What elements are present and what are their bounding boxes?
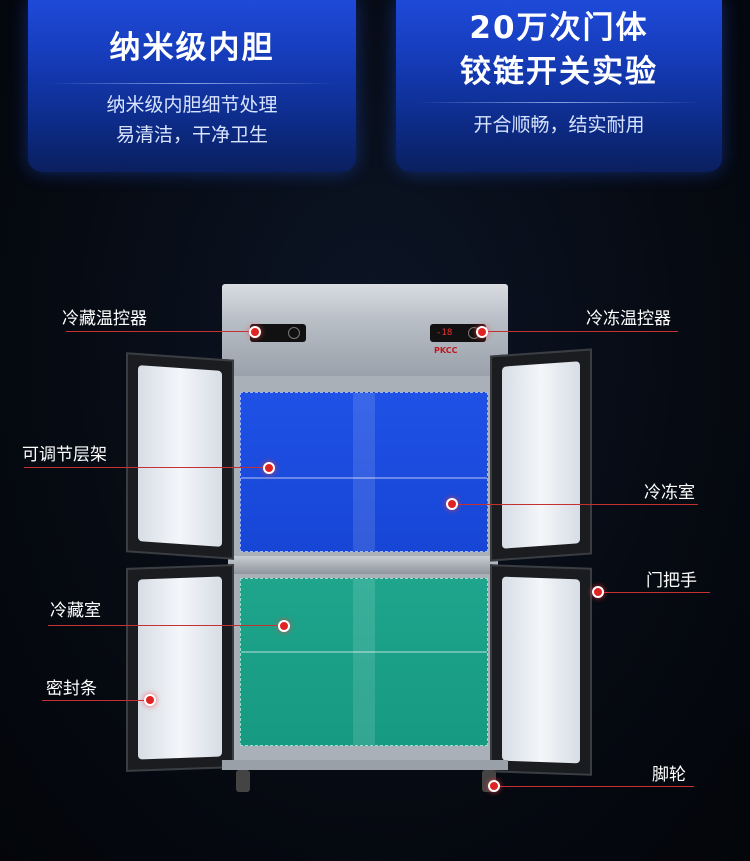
callout-line	[42, 700, 150, 701]
door-upper-right	[490, 348, 592, 562]
callout-freeze-thermostat: 冷冻温控器	[586, 309, 671, 329]
card-title: 20万次门体 铰链开关实验	[396, 0, 722, 94]
cabinet-base	[222, 760, 508, 770]
callout-line	[24, 467, 268, 468]
door-liner	[502, 361, 580, 549]
center-pillar	[353, 393, 375, 551]
door-lower-left	[126, 564, 234, 772]
card-subtitle: 开合顺畅，结实耐用	[473, 114, 645, 136]
card-title-line-1: 20万次门体	[469, 10, 649, 46]
callout-caster: 脚轮	[652, 765, 686, 785]
callout-dot	[476, 326, 488, 338]
callout-dot	[278, 620, 290, 632]
callout-line	[48, 625, 284, 626]
callout-line	[598, 592, 710, 593]
cooler-compartment	[240, 578, 488, 746]
card-subtitle-line-1: 纳米级内胆细节处理	[106, 94, 278, 116]
door-liner	[502, 576, 580, 764]
shelf	[241, 651, 487, 653]
callout-dot	[488, 780, 500, 792]
cold-thermostat-display	[250, 324, 306, 342]
feature-card-hinge: 20万次门体 铰链开关实验 开合顺畅，结实耐用	[396, 0, 722, 172]
callout-dot	[592, 586, 604, 598]
callout-door-handle: 门把手	[646, 571, 697, 591]
callout-cold-thermostat: 冷藏温控器	[62, 309, 147, 329]
card-title-line-2: 铰链开关实验	[460, 54, 658, 90]
brand-logo: PKCC	[434, 346, 458, 355]
callout-freezer-room: 冷冻室	[644, 483, 695, 503]
temperature-readout: -18	[436, 328, 453, 338]
callout-seal-strip: 密封条	[46, 679, 97, 699]
callout-dot	[144, 694, 156, 706]
knob-icon	[288, 327, 300, 339]
middle-divider	[228, 556, 498, 574]
callout-line	[494, 786, 694, 787]
center-pillar	[353, 579, 375, 745]
card-title: 纳米级内胆	[109, 30, 275, 66]
card-subtitle-line-2: 易清洁，干净卫生	[115, 124, 268, 146]
shelf	[241, 477, 487, 479]
callout-adjustable-shelf: 可调节层架	[22, 445, 107, 465]
caster-wheel	[236, 770, 250, 792]
callout-line	[452, 504, 698, 505]
feature-card-liner: 纳米级内胆 纳米级内胆细节处理 易清洁，干净卫生	[28, 0, 356, 172]
card-divider	[48, 83, 336, 84]
door-liner	[138, 576, 222, 760]
callout-line	[482, 331, 678, 332]
callout-line	[66, 331, 254, 332]
callout-cold-room: 冷藏室	[50, 601, 101, 621]
door-upper-left	[126, 352, 234, 560]
callout-dot	[249, 326, 261, 338]
card-divider	[416, 102, 702, 103]
callout-dot	[263, 462, 275, 474]
card-subtitle: 纳米级内胆细节处理 易清洁，干净卫生	[28, 90, 356, 150]
callout-dot	[446, 498, 458, 510]
freezer-compartment	[240, 392, 488, 552]
control-panel: -18 PKCC	[222, 284, 508, 376]
door-lower-right	[490, 564, 592, 776]
door-liner	[138, 365, 222, 547]
